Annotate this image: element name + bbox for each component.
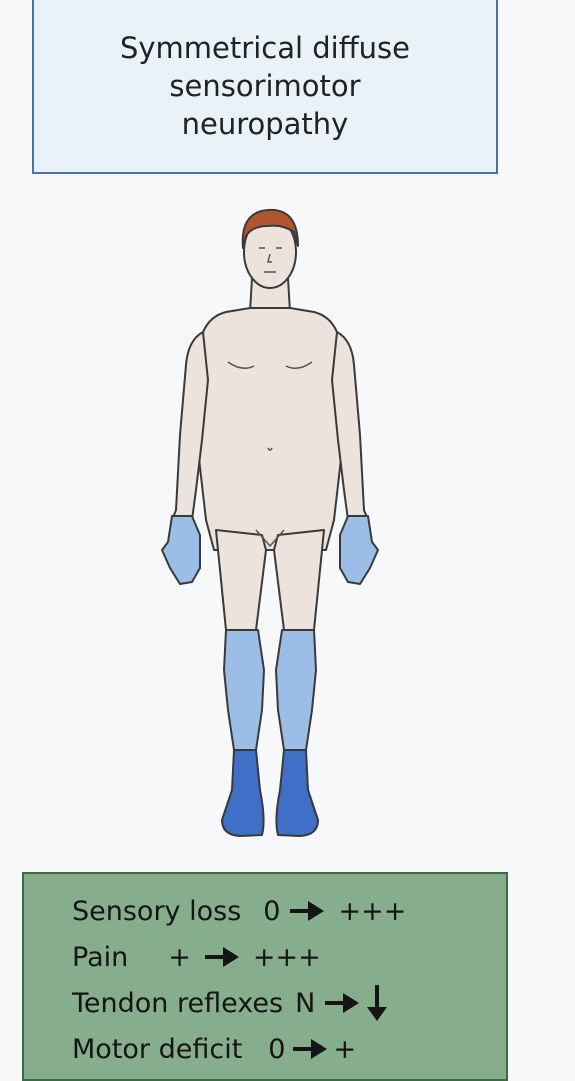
right-foot-affected <box>276 750 318 836</box>
title-line-2: sensorimotor <box>169 67 360 105</box>
left-foot-affected <box>222 750 264 836</box>
left-hand-affected <box>162 516 200 584</box>
left-thigh <box>216 530 266 630</box>
legend-to-pain: +++ <box>253 942 321 973</box>
legend-from-pain: + <box>168 942 191 973</box>
right-shin-affected <box>276 630 316 750</box>
arrow-right-icon <box>290 900 326 922</box>
legend-row-sensory: Sensory loss 0 +++ <box>72 888 506 934</box>
torso <box>196 308 344 550</box>
legend-from-sensory: 0 <box>263 896 280 927</box>
legend-from-reflexes: N <box>295 988 315 1019</box>
arrow-right-icon <box>205 946 241 968</box>
legend-to-motor: + <box>333 1034 356 1065</box>
legend-label-pain: Pain <box>72 942 128 973</box>
title-line-3: neuropathy <box>182 105 349 143</box>
right-thigh <box>274 530 324 630</box>
legend-from-motor: 0 <box>268 1034 285 1065</box>
legend-box: Sensory loss 0 +++ Pain + +++ Tendon ref… <box>22 872 508 1081</box>
arrow-right-icon <box>325 992 361 1014</box>
body-figure-svg <box>0 190 575 860</box>
legend-row-pain: Pain + +++ <box>72 934 506 980</box>
body-figure <box>0 190 575 860</box>
title-line-1: Symmetrical diffuse <box>120 29 410 67</box>
legend-label-motor: Motor deficit <box>72 1034 242 1065</box>
arrow-right-icon <box>293 1038 329 1060</box>
left-shin-affected <box>224 630 264 750</box>
arrow-down-icon <box>365 985 389 1021</box>
legend-to-sensory: +++ <box>338 896 406 927</box>
legend-row-motor: Motor deficit 0 + <box>72 1026 506 1072</box>
legend-label-reflexes: Tendon reflexes <box>72 988 283 1019</box>
title-box: Symmetrical diffuse sensorimotor neuropa… <box>32 0 498 174</box>
legend-row-reflexes: Tendon reflexes N <box>72 980 506 1026</box>
right-hand-affected <box>340 516 378 584</box>
legend-label-sensory: Sensory loss <box>72 896 241 927</box>
